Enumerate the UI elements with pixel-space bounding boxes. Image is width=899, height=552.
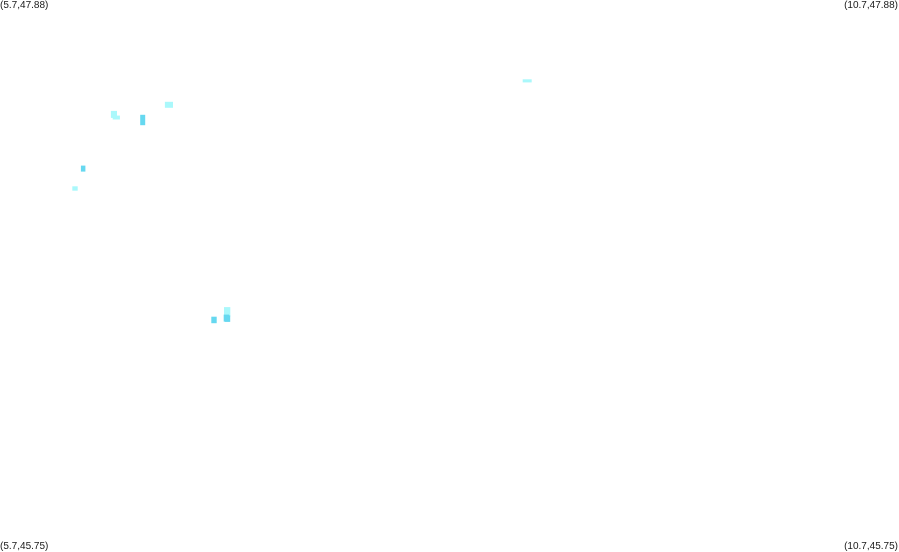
raster-cell bbox=[522, 79, 532, 83]
corner-label-top-right: (10.7,47.88) bbox=[844, 0, 898, 11]
corner-label-top-left: (5.7,47.88) bbox=[0, 0, 49, 11]
raster-cell bbox=[140, 114, 146, 126]
corner-label-bottom-right: (10.7,45.75) bbox=[844, 541, 898, 552]
raster-cell bbox=[110, 110, 117, 118]
raster-cell bbox=[224, 307, 231, 317]
raster-cell bbox=[211, 316, 217, 324]
raster-cell bbox=[112, 115, 120, 120]
raster-cell bbox=[80, 165, 86, 172]
corner-label-bottom-left: (5.7,45.75) bbox=[0, 541, 49, 552]
raster-cell bbox=[72, 186, 78, 191]
raster-cell bbox=[224, 315, 231, 322]
raster-cell bbox=[164, 101, 173, 108]
